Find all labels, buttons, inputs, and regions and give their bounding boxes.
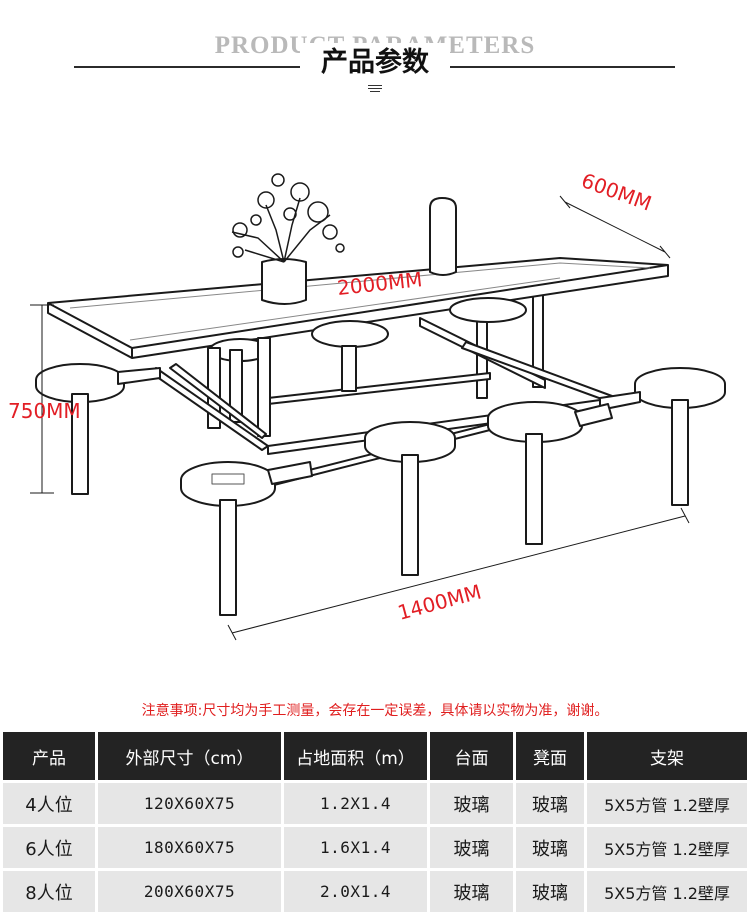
- header-rule-left: [74, 66, 302, 68]
- cell-seat: 玻璃: [516, 783, 584, 824]
- stool-seat: [449, 297, 527, 323]
- stool-post: [219, 499, 237, 616]
- stool-post: [71, 393, 89, 495]
- section-header: PRODUCT PARAMETERS 产品参数: [0, 0, 750, 100]
- cell-product: 8人位: [3, 871, 95, 912]
- stool-seat: [311, 320, 389, 348]
- frame-beam: [267, 372, 491, 405]
- bottle: [429, 197, 457, 276]
- cell-seat: 玻璃: [516, 827, 584, 868]
- product-drawing: 600MM 2000MM 750MM 1400MM: [8, 168, 726, 641]
- header-tick-mark: [368, 88, 382, 89]
- spec-table: 产品 外部尺寸（cm） 占地面积（m） 台面 凳面 支架 4人位 120X60X…: [0, 729, 750, 915]
- table-leg: [229, 349, 243, 423]
- table-row: 6人位 180X60X75 1.6X1.4 玻璃 玻璃 5X5方管 1.2壁厚: [3, 827, 747, 868]
- table-row: 8人位 200X60X75 2.0X1.4 玻璃 玻璃 5X5方管 1.2壁厚: [3, 871, 747, 912]
- vase: [261, 258, 307, 305]
- table-header-row: 产品 外部尺寸（cm） 占地面积（m） 台面 凳面 支架: [3, 732, 747, 780]
- stool-post: [341, 345, 357, 392]
- header-product: 产品: [3, 732, 95, 780]
- header-tabletop: 台面: [430, 732, 513, 780]
- cell-seat: 玻璃: [516, 871, 584, 912]
- flowers: [231, 173, 345, 263]
- dimension-lines: [30, 195, 690, 641]
- frame-rail: [169, 363, 267, 439]
- cell-tabletop: 玻璃: [430, 871, 513, 912]
- stool-post: [671, 399, 689, 506]
- header-rule-right: [449, 66, 675, 68]
- cell-outer-size: 200X60X75: [98, 871, 281, 912]
- title-chinese: 产品参数: [300, 43, 450, 83]
- cell-outer-size: 120X60X75: [98, 783, 281, 824]
- stool-arm: [574, 403, 613, 427]
- stool-post: [401, 454, 419, 576]
- cell-floor-area: 2.0X1.4: [284, 871, 427, 912]
- cell-tabletop: 玻璃: [430, 783, 513, 824]
- measurement-note: 注意事项:尺寸均为手工测量，会存在一定误差，具体请以实物为准，谢谢。: [141, 703, 609, 719]
- cell-frame: 5X5方管 1.2壁厚: [587, 783, 747, 824]
- table-leg: [257, 337, 271, 437]
- cell-product: 4人位: [3, 783, 95, 824]
- cell-product: 6人位: [3, 827, 95, 868]
- header-outer-size: 外部尺寸（cm）: [98, 732, 281, 780]
- header-floor-area: 占地面积（m）: [284, 732, 427, 780]
- header-seat: 凳面: [516, 732, 584, 780]
- header-tick-mark: [368, 85, 382, 86]
- cell-tabletop: 玻璃: [430, 827, 513, 868]
- header-frame: 支架: [587, 732, 747, 780]
- cell-frame: 5X5方管 1.2壁厚: [587, 871, 747, 912]
- cell-outer-size: 180X60X75: [98, 827, 281, 868]
- table-top: [47, 257, 669, 359]
- dimension-height-label: 750MM: [8, 399, 81, 423]
- dimension-width-label: 1400MM: [395, 580, 484, 625]
- cell-floor-area: 1.2X1.4: [284, 783, 427, 824]
- stool-arm: [117, 367, 161, 385]
- cell-floor-area: 1.6X1.4: [284, 827, 427, 868]
- cell-frame: 5X5方管 1.2壁厚: [587, 827, 747, 868]
- table-row: 4人位 120X60X75 1.2X1.4 玻璃 玻璃 5X5方管 1.2壁厚: [3, 783, 747, 824]
- stool-arm: [267, 461, 313, 485]
- stool-post: [525, 433, 543, 545]
- dimension-depth-label: 600MM: [578, 168, 655, 215]
- header-tick-mark: [370, 91, 380, 92]
